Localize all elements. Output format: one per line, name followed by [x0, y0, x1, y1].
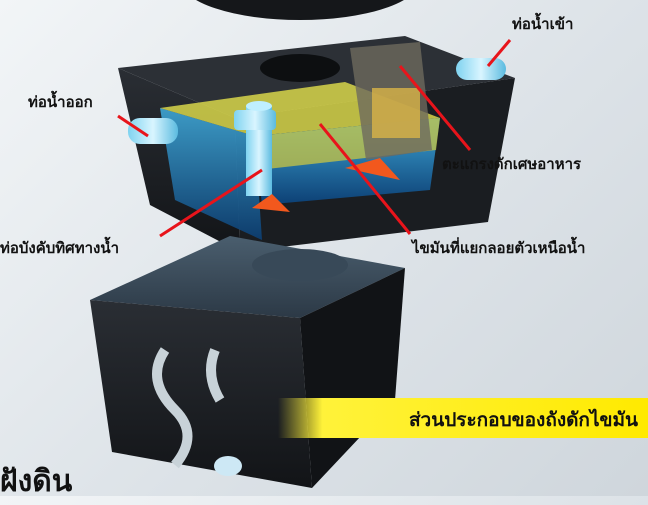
food-screen-label: ตะแกรงดักเศษอาหาร — [442, 155, 582, 173]
inlet-pipe-shape — [456, 58, 506, 80]
outlet-pipe-label: ท่อน้ำออก — [28, 93, 93, 111]
screen-pointer — [398, 65, 472, 151]
bottom-caption: ฝังดิน — [0, 464, 73, 499]
closed-tank — [90, 236, 405, 488]
pointer-lines — [117, 39, 512, 238]
cutaway-tank — [118, 36, 515, 252]
banner-text: ส่วนประกอบของถังดักไขมัน — [408, 409, 638, 431]
outlet-pipe-shape — [128, 118, 178, 144]
floating-grease-label: ไขมันที่แยกลอยตัวเหนือน้ำ — [412, 239, 586, 257]
grease-pointer — [318, 123, 412, 235]
direction-pointer — [159, 168, 263, 238]
outlet-pointer — [117, 114, 149, 138]
title-banner: ส่วนประกอบของถังดักไขมัน — [278, 398, 648, 438]
direction-pipe-label: ท่อบังคับทิศทางน้ำ — [0, 239, 120, 257]
inlet-pipe-label: ท่อน้ำเข้า — [512, 15, 574, 33]
inlet-pointer — [486, 39, 512, 67]
top-shadow — [196, 0, 404, 20]
